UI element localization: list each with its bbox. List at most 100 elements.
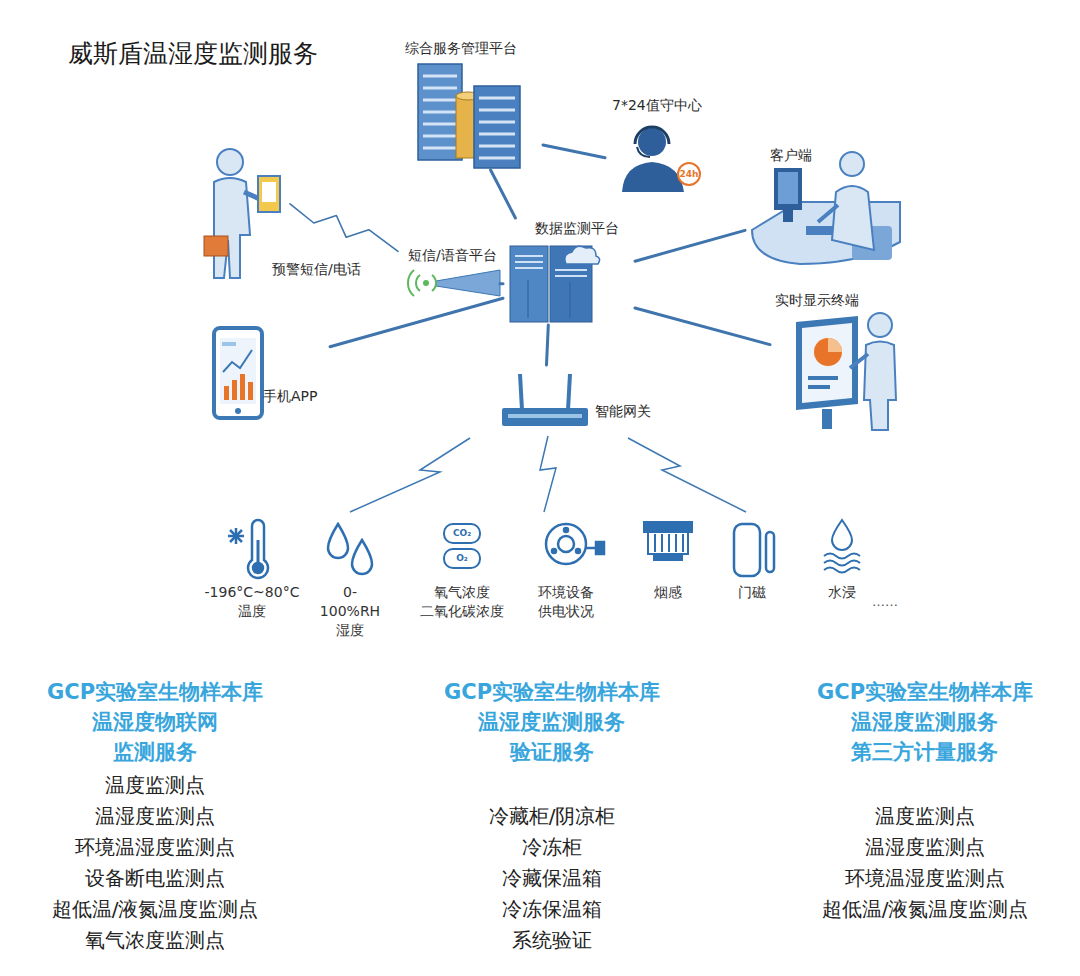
smoke-detector-icon-part [644,522,692,532]
ellipsis-mark: …… [872,594,898,610]
smoke-detector-icon-part [661,534,663,552]
water-leak-icon [824,520,860,573]
field-staff-icon-part [262,182,276,202]
list-item: 超低温/液氮温度监测点 [822,894,1029,924]
door-contact-icon [734,524,774,576]
list-item: 超低温/液氮温度监测点 [52,894,259,924]
network-link [491,170,516,218]
humidity-sensor-icon-part [352,540,372,574]
data-server-icon-part [515,255,543,257]
gateway-router-icon-part [568,374,570,410]
door-contact-icon-part [734,524,760,576]
smartphone-icon-part [224,386,229,400]
smartphone-icon-part [240,374,245,400]
wireless-signal-bolts-part [628,438,746,512]
smoke-detector-icon-part [668,534,670,552]
sensor-label: -196°C~80°C 温度 [205,583,300,621]
display-terminal-icon-part [822,409,832,429]
server-cluster-icon-part [423,135,457,138]
client-workstation-icon-part [840,152,864,176]
server-cluster-icon-part [479,145,515,148]
list-item: 冷冻保温箱 [502,894,602,924]
operator-icon-part [635,127,669,144]
smartphone-icon-part [222,342,236,346]
server-cluster-icon-part [418,64,462,160]
data-server-icon-part [565,246,600,264]
water-leak-icon-part [824,561,860,566]
display-terminal-icon-part [864,342,896,431]
device-label: 智能网关 [595,403,651,420]
smartphone-icon-part [214,328,262,418]
data-server-icon-part [555,269,587,271]
gas-sensor-icon-part [444,549,480,568]
power-sensor-icon [546,524,604,564]
sms-voice-emitter-icon-part [408,270,414,296]
sms-voice-emitter-icon [408,270,500,296]
power-sensor-icon-part [564,528,568,532]
device-label: 数据监测平台 [535,220,619,237]
smartphone-icon-part [235,408,241,414]
display-terminal-icon-part [802,323,852,403]
gateway-router-icon [502,374,588,426]
power-sensor-icon-part [552,549,556,553]
smoke-detector-icon-part [675,534,677,552]
device-label: 实时显示终端 [775,292,859,309]
device-label: 短信/语音平台 [408,247,497,264]
list-item: 温度监测点 [875,801,975,831]
display-terminal-icon-part [868,313,892,337]
column-heading: GCP实验室生物样本库 温湿度监测服务 验证服务 [444,677,660,767]
server-cluster-icon-part [479,121,515,124]
field-staff-icon [204,149,280,278]
device-label: 客户端 [770,147,812,164]
server-cluster-icon-part [423,99,457,102]
list-item: 温度监测点 [105,770,205,800]
client-workstation-icon-part [783,210,793,222]
sensor-label: 水浸 [828,583,856,602]
operator-icon-part [638,128,666,156]
device-node: 短信/语音平台 [398,245,500,305]
server-cluster-icon-part [479,109,515,112]
smartphone-icon-part [248,382,253,400]
sensor-node: 烟感 [613,515,723,625]
power-sensor-icon-part [576,549,580,553]
door-contact-icon-part [766,532,774,572]
field-staff-icon-part [258,176,280,212]
gateway-router-icon-part [508,414,582,418]
data-server-icon-part [515,267,543,269]
data-server-icon-part [570,282,571,318]
temperature-sensor-icon-part [230,530,242,542]
smoke-detector-icon-part [648,532,688,554]
device-node: 手机APP [205,320,330,425]
smartphone-icon [214,328,262,418]
gas-sensor-icon [444,524,480,568]
power-sensor-icon-part [546,524,586,564]
water-leak-icon-part [832,520,852,550]
icon-caption: 24h [680,169,699,180]
network-link [635,308,770,345]
power-sensor-icon-part [558,536,574,552]
smoke-detector-icon-part [654,554,682,560]
server-cluster-icon-part [479,157,515,160]
sensor-label: 环境设备 供电状况 [538,583,594,621]
smartphone-icon-part [223,350,252,372]
sensor-label: 0-100%RH 湿度 [320,583,380,640]
device-label: 综合服务管理平台 [405,40,517,57]
gas-sensor-icon-part [444,524,480,543]
operator-icon-part [637,147,650,157]
smoke-detector-icon [644,522,692,560]
display-terminal-icon-part [808,385,830,389]
sms-voice-emitter-icon-part [423,280,429,286]
icon-caption: O₂ [456,553,468,564]
temperature-sensor-icon [228,520,268,578]
list-item: 温湿度监测点 [95,801,215,831]
server-cluster-icon-part [423,147,457,150]
smoke-detector-icon-part [654,534,656,552]
data-server-icon [510,246,600,322]
list-item: 冷冻柜 [522,832,582,862]
sms-voice-emitter-icon-part [432,275,436,291]
field-staff-icon-part [204,236,228,256]
sensor-node: -196°C~80°C 温度 [197,515,307,625]
device-label: 手机APP [263,388,317,405]
list-item: 环境温湿度监测点 [845,863,1005,893]
display-terminal-icon-part [808,376,838,380]
